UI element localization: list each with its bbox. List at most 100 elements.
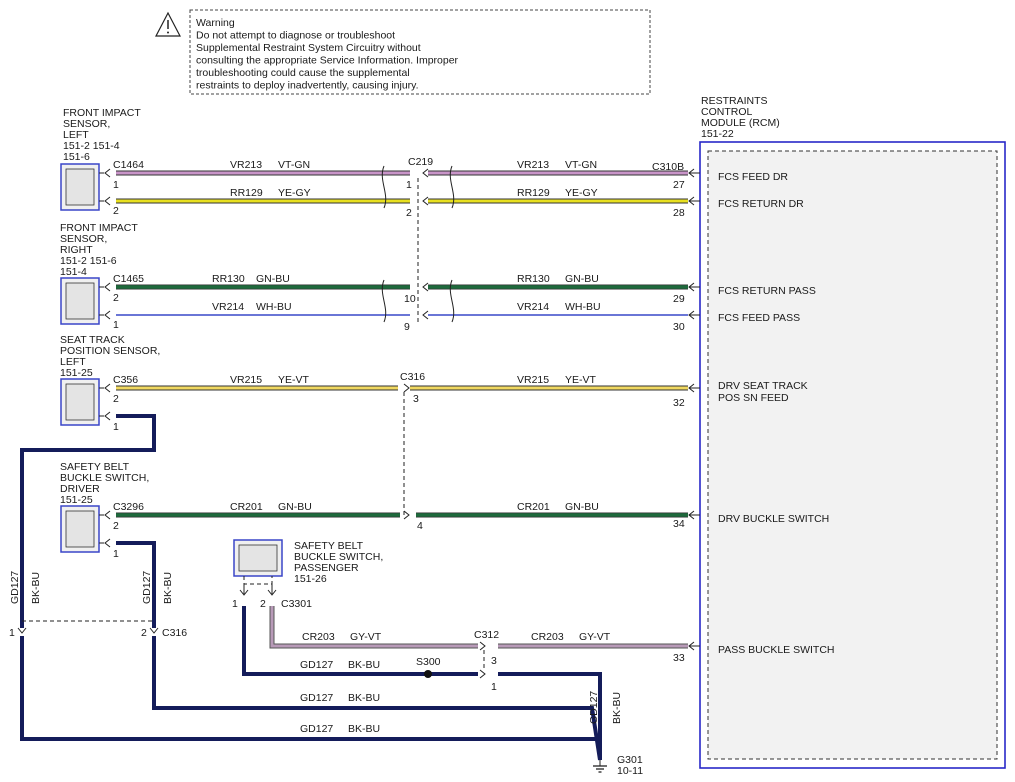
warning-line: consulting the appropriate Service Infor… [196,55,459,67]
rcm-title: MODULE (RCM) [701,117,780,129]
wire-vr214: VR214 WH-BU VR214 WH-BU [116,301,688,316]
pin-number: 28 [673,207,685,219]
wire-circuit-label: GD127 [588,691,600,724]
pin-number: 2 [406,207,412,219]
wire-circuit-label: GD127 [9,571,21,604]
wire-color-label: BK-BU [348,723,380,735]
pin-number: 33 [673,652,685,664]
wire-color-label: BK-BU [162,572,174,604]
component-label: DRIVER [60,483,100,495]
component-label: SEAT TRACK [60,334,125,346]
pin-number: 1 [113,421,119,433]
front-impact-sensor-left: FRONT IMPACT SENSOR, LEFT 151-2 151-4 15… [60,107,144,217]
pin-number: 3 [413,393,419,405]
component-label: SAFETY BELT [60,461,130,473]
wire-color-label: VT-GN [278,159,310,171]
pin-number: 30 [673,321,685,333]
component-ref: 151-6 [63,151,90,163]
rcm-title: CONTROL [701,106,752,118]
component-label: FRONT IMPACT [63,107,141,119]
pin-number: 32 [673,397,685,409]
rcm-pin-32: 32 DRV SEAT TRACK POS SN FEED [673,380,808,409]
pin-number: 1 [491,681,497,693]
wire-color-label: BK-BU [348,692,380,704]
connector-label: C1464 [113,159,144,171]
wire-color-label: GN-BU [565,501,599,513]
wire-circuit-label: RR129 [517,187,550,199]
ground-g301: G301 10-11 [593,754,643,777]
pin-number: 4 [417,520,423,532]
rcm-pin-label: FCS FEED PASS [718,312,800,324]
ground-label: G301 [617,754,643,766]
rcm-pin-28: 28 FCS RETURN DR [673,198,804,219]
component-label: LEFT [63,129,89,141]
wire-color-label: YE-GY [565,187,598,199]
rcm-pin-34: 34 DRV BUCKLE SWITCH [673,513,829,530]
wire-circuit-label: CR203 [302,631,335,643]
rcm-pin-27: 27 FCS FEED DR [673,171,788,191]
wire-color-label: VT-GN [565,159,597,171]
warning-icon [155,11,181,37]
connector-label: C356 [113,374,138,386]
rcm-pin-label: FCS FEED DR [718,171,788,183]
component-label: RIGHT [60,244,93,256]
warning-title: Warning [196,17,235,29]
rcm-pin-label: FCS RETURN DR [718,198,804,210]
pin-number: 1 [113,179,119,191]
wire-circuit-label: GD127 [300,692,333,704]
rcm-title: RESTRAINTS [701,95,768,107]
component-label: FRONT IMPACT [60,222,138,234]
pin-number: 1 [406,179,412,191]
wire-circuit-label: VR214 [212,301,244,313]
warning-line: Do not attempt to diagnose or troublesho… [196,30,395,42]
component-ref: 151-26 [294,573,327,585]
component-label: BUCKLE SWITCH, [60,472,149,484]
wire-circuit-label: RR130 [212,273,245,285]
pin-number: 27 [673,179,685,191]
pin-number: 3 [491,655,497,667]
ground-wires: GD127 BK-BU GD127 BK-BU GD127 BK-BU GD12… [9,414,623,761]
rcm-pin-33: 33 PASS BUCKLE SWITCH [673,644,835,664]
pin-number: 34 [673,518,685,530]
wire-color-label: BK-BU [30,572,42,604]
splice-label: S300 [416,656,441,668]
wire-circuit-label: VR213 [230,159,262,171]
wire-color-label: YE-VT [565,374,597,386]
pin-number: 1 [113,548,119,560]
component-label: LEFT [60,356,86,368]
front-impact-sensor-right: FRONT IMPACT SENSOR, RIGHT 151-2 151-6 1… [60,222,144,331]
pin-number: 2 [113,393,119,405]
wire-circuit-label: GD127 [141,571,153,604]
wire-vr215: VR215 YE-VT VR215 YE-VT [116,374,688,391]
wire-color-label: WH-BU [565,301,601,313]
rcm-pin-30: 30 FCS FEED PASS [673,312,800,333]
pin-number: 2 [260,598,266,610]
component-label: SENSOR, [63,118,110,130]
wire-color-label: GN-BU [565,273,599,285]
wire-circuit-label: GD127 [300,723,333,735]
component-ref: 151-4 [60,266,87,278]
connector-label: C316 [400,371,425,383]
component-label: BUCKLE SWITCH, [294,551,383,563]
component-label: POSITION SENSOR, [60,345,160,357]
connector-label: C219 [408,156,433,168]
pin-number: 1 [113,319,119,331]
pin-number: 10 [404,293,416,305]
warning-box: Warning Do not attempt to diagnose or tr… [155,9,651,95]
ground-ref: 10-11 [617,765,643,777]
warning-line: troubleshooting could cause the suppleme… [196,67,410,79]
component-ref: 151-2 151-6 [60,255,117,267]
rcm-pin-label: DRV SEAT TRACK [718,380,808,392]
rcm-pin-label: POS SN FEED [718,392,789,404]
component-label: SENSOR, [60,233,107,245]
rcm-ref: 151-22 [701,128,734,140]
seat-track-position-sensor: SEAT TRACK POSITION SENSOR, LEFT 151-25 … [60,334,160,433]
connector-label: C312 [474,629,499,641]
rcm-terminals [688,168,700,651]
wire-color-label: GY-VT [350,631,382,643]
pin-number: 2 [113,292,119,304]
component-ref: 151-25 [60,494,93,506]
wire-circuit-label: CR201 [517,501,550,513]
component-ref: 151-25 [60,367,93,379]
wire-circuit-label: VR214 [517,301,549,313]
